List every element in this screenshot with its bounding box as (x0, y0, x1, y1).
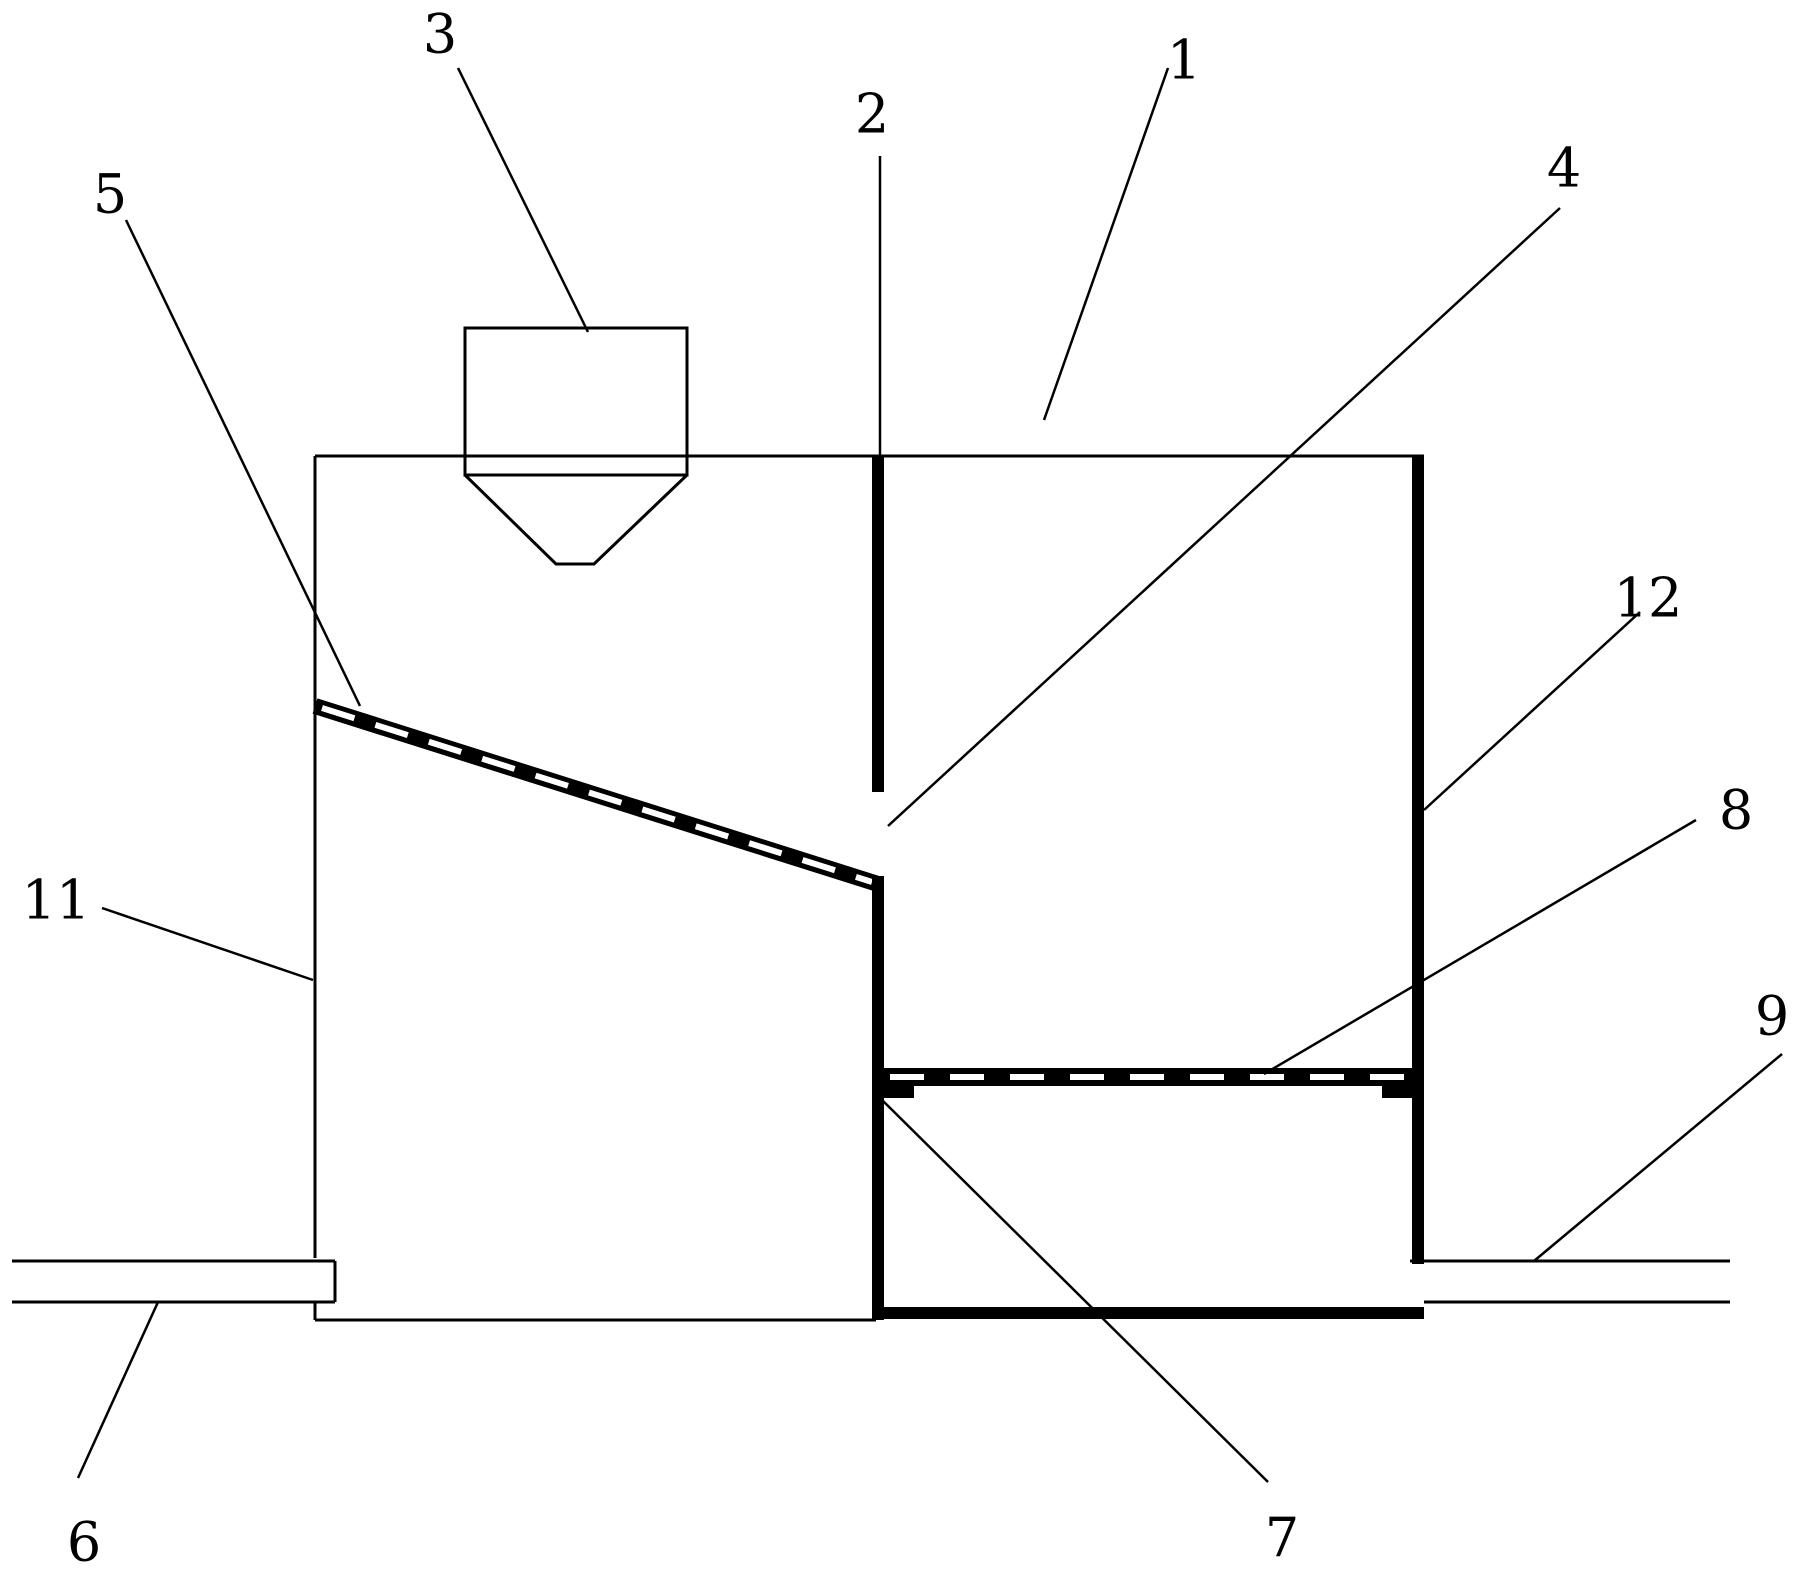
hopper-funnel (463, 473, 689, 566)
sieve-plate (878, 1068, 1418, 1098)
inlet-pipe (12, 1259, 337, 1304)
label-4: 4 (1547, 137, 1581, 200)
label-7: 7 (1265, 1507, 1299, 1569)
label-5: 5 (93, 163, 127, 226)
label-11: 11 (22, 869, 91, 932)
leader-1 (1042, 67, 1170, 421)
leader-6 (76, 1301, 160, 1479)
leader-4 (887, 207, 1561, 827)
leader-lines (76, 67, 1783, 1483)
housing (313, 454, 1424, 1322)
leader-12 (1423, 611, 1641, 811)
label-6: 6 (67, 1511, 101, 1569)
leader-7 (879, 1097, 1269, 1483)
label-8: 8 (1719, 779, 1753, 842)
feed-hopper (463, 326, 689, 566)
label-9: 9 (1755, 985, 1789, 1048)
leader-3 (456, 67, 590, 333)
support-left (878, 1084, 914, 1098)
leader-9 (1533, 1053, 1783, 1262)
label-3: 3 (423, 3, 457, 66)
leader-11 (101, 906, 314, 982)
hopper-box (463, 326, 689, 477)
label-12: 12 (1614, 567, 1683, 630)
leader-5 (124, 219, 362, 707)
label-1: 1 (1167, 29, 1201, 92)
screen-perforations (321, 705, 873, 885)
leader-8 (1263, 818, 1697, 1076)
inclined-screen (312, 698, 881, 892)
support-right (1382, 1084, 1418, 1098)
outlet-pipe (1410, 1259, 1730, 1304)
reference-numerals: 1 2 3 4 5 6 7 8 9 11 12 (22, 3, 1790, 1569)
label-2: 2 (855, 83, 889, 146)
